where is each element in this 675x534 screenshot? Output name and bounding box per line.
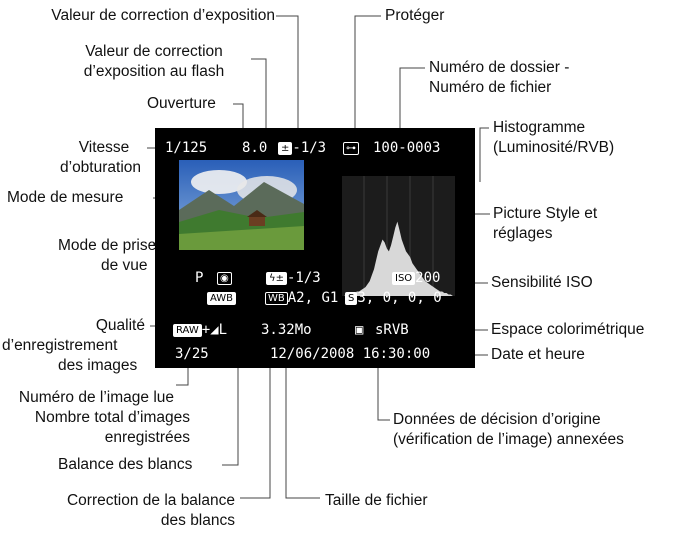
picture-style-values: 3, 0, 0, 0: [357, 290, 442, 306]
exposure-comp-readout: ±-1/3: [278, 140, 326, 156]
label-folder-file-2: Numéro de fichier: [429, 79, 552, 96]
label-image-number-1: Numéro de l’image lue: [18, 389, 174, 406]
white-balance-badge: AWB: [207, 292, 237, 305]
shooting-mode: P: [195, 270, 204, 286]
lock-icon: ▣: [355, 322, 364, 338]
label-picture-style-2: réglages: [493, 225, 553, 242]
label-picture-style-1: Picture Style et: [493, 205, 598, 222]
flash-comp-icon: ϟ±: [266, 272, 287, 285]
shutter-speed-value: 1/125: [165, 140, 208, 156]
key-icon: ⊶: [343, 142, 359, 155]
image-count: 3/25: [175, 346, 209, 362]
white-balance-readout: AWB: [207, 290, 237, 306]
label-color-space: Espace colorimétrique: [491, 321, 645, 338]
label-histogram-1: Histogramme: [493, 119, 586, 136]
label-flash-comp-1: Valeur de correction: [85, 43, 223, 60]
label-iso: Sensibilité ISO: [491, 274, 593, 291]
date-time-value: 12/06/2008 16:30:00: [270, 346, 431, 362]
label-quality-2: d’enregistrement: [2, 337, 118, 354]
label-wb-correction-2: des blancs: [160, 512, 235, 529]
quality-readout: RAW+◢L: [173, 322, 227, 338]
color-space-value: sRVB: [375, 322, 409, 338]
quality-extra: +◢L: [201, 322, 228, 338]
iso-badge: ISO: [392, 272, 416, 285]
label-wb-correction-1: Correction de la balance: [66, 492, 235, 509]
label-original-data-1: Données de décision d’origine: [393, 411, 601, 428]
picture-style-badge: S: [345, 292, 358, 305]
protect-readout: ⊶: [343, 140, 359, 156]
label-shooting-mode-1: Mode de prise: [58, 237, 157, 254]
label-image-number-2: Nombre total d’images: [34, 409, 190, 426]
label-white-balance: Balance des blancs: [58, 456, 193, 473]
label-shooting-mode-2: de vue: [101, 257, 148, 274]
histogram-curve: [342, 221, 455, 296]
raw-badge: RAW: [173, 324, 202, 337]
label-file-size: Taille de fichier: [325, 492, 428, 509]
label-quality-1: Qualité: [95, 317, 145, 334]
file-size-value: 3.32Mo: [261, 322, 312, 338]
label-flash-comp-2: d’exposition au flash: [83, 63, 225, 80]
camera-lcd-screen: 1/125 8.0 ±-1/3 ⊶ 100-0003 P ◉ ϟ±-1/3 IS…: [155, 128, 475, 368]
label-histogram-2: (Luminosité/RVB): [493, 139, 615, 156]
label-image-number-3: enregistrées: [104, 429, 190, 446]
flash-comp-value: -1/3: [286, 270, 321, 286]
wb-correction-value: A2, G1: [287, 290, 339, 306]
exposure-comp-value: -1/3: [292, 140, 327, 156]
flash-comp-readout: ϟ±-1/3: [266, 270, 321, 286]
label-quality-3: des images: [58, 357, 138, 374]
label-shutter-1: Vitesse: [78, 139, 130, 156]
image-thumbnail: [179, 160, 304, 250]
label-metering: Mode de mesure: [7, 189, 124, 206]
label-protect: Protéger: [385, 7, 445, 24]
metering-mode-readout: ◉: [217, 270, 232, 286]
label-date-time: Date et heure: [491, 346, 585, 363]
label-aperture: Ouverture: [147, 95, 216, 112]
metering-icon: ◉: [217, 272, 232, 285]
iso-value: 200: [415, 270, 441, 286]
label-original-data-2: (vérification de l’image) annexées: [393, 431, 624, 448]
label-exposure-comp: Valeur de correction d’exposition: [51, 7, 275, 24]
exposure-comp-icon: ±: [278, 142, 293, 155]
label-shutter-2: d’obturation: [60, 159, 142, 176]
wb-correction-icon: WB: [265, 292, 288, 305]
label-folder-file-1: Numéro de dossier -: [429, 59, 570, 76]
aperture-value: 8.0: [242, 140, 268, 156]
folder-file-number: 100-0003: [373, 140, 441, 156]
